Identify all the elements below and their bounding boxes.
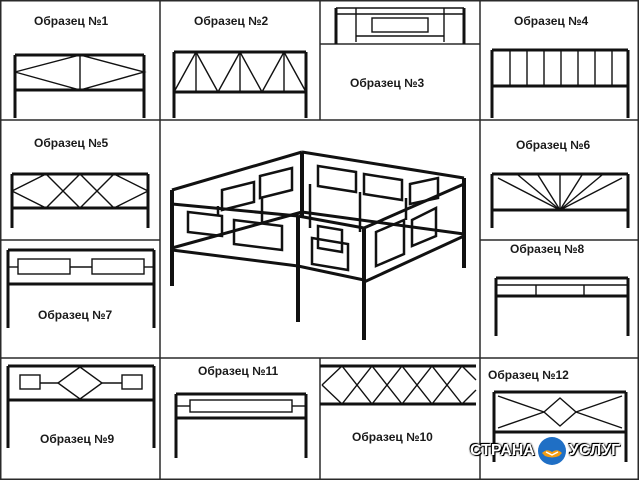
sample-9-label: Образец №9 xyxy=(40,432,115,446)
sample-6-label: Образец №6 xyxy=(516,138,591,152)
sample-7-label: Образец №7 xyxy=(38,308,113,322)
sample-11-label: Образец №11 xyxy=(198,364,279,378)
sample-12-label: Образец №12 xyxy=(488,368,569,382)
sample-8-label: Образец №8 xyxy=(510,242,585,256)
watermark-left-text: СТРАНА xyxy=(470,442,535,459)
sample-2-label: Образец №2 xyxy=(194,14,269,28)
sample-5-label: Образец №5 xyxy=(34,136,109,150)
handshake-logo-icon xyxy=(537,437,566,465)
sample-3-label: Образец №3 xyxy=(350,76,425,90)
sample-10-label: Образец №10 xyxy=(352,430,433,444)
watermark: СТРАНА УСЛУГ xyxy=(470,436,620,466)
sample-4-label: Образец №4 xyxy=(514,14,589,28)
sample-1-label: Образец №1 xyxy=(34,14,109,28)
watermark-right-text: УСЛУГ xyxy=(568,442,621,459)
